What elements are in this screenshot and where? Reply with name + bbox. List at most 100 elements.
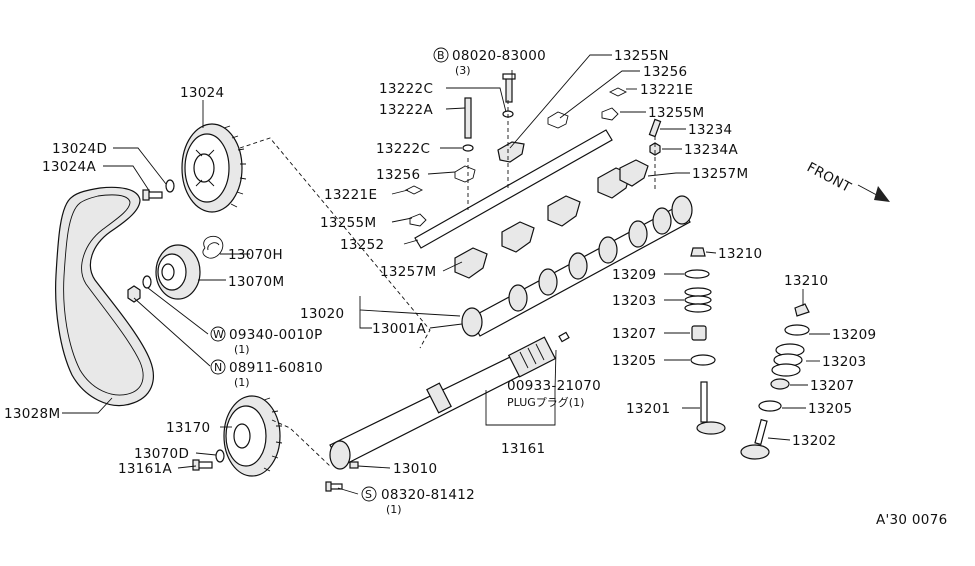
assembly-lines <box>239 100 656 467</box>
mark-S-circle: S <box>361 486 377 502</box>
valve-cap-13210-a[interactable] <box>690 247 706 257</box>
label-13255M-left[interactable]: 13255M <box>320 215 376 231</box>
label-08020[interactable]: 08020-83000 <box>452 48 546 64</box>
intake-valve-13201[interactable] <box>696 381 726 435</box>
label-13222C-top[interactable]: 13222C <box>379 81 433 97</box>
label-00933[interactable]: 00933-21070 <box>507 378 601 394</box>
label-13207-b[interactable]: 13207 <box>810 378 854 394</box>
spring-retainer-13209-a[interactable] <box>684 269 710 279</box>
label-13010[interactable]: 13010 <box>393 461 437 477</box>
washer-13070D[interactable] <box>215 449 225 463</box>
label-13070H[interactable]: 13070H <box>228 247 283 263</box>
label-13257M-upper[interactable]: 13257M <box>692 166 748 182</box>
label-13170[interactable]: 13170 <box>166 420 210 436</box>
washer-13024D[interactable] <box>165 179 175 193</box>
label-13205-a[interactable]: 13205 <box>612 353 656 369</box>
plug-00933[interactable] <box>558 331 570 343</box>
label-13001A[interactable]: 13001A <box>372 321 426 337</box>
label-00933-note: PLUGプラグ(1) <box>507 395 584 409</box>
retainer-13255M-left[interactable] <box>409 213 427 227</box>
adjuster-screw-13234[interactable] <box>648 118 662 138</box>
clip-13221E-right[interactable] <box>608 87 628 97</box>
valve-seal-13207-a[interactable] <box>691 325 707 341</box>
label-13210-a[interactable]: 13210 <box>718 246 762 262</box>
label-13070D[interactable]: 13070D <box>134 446 189 462</box>
valve-cap-13210-b[interactable] <box>794 303 810 317</box>
timing-belt-13028M[interactable] <box>55 186 154 407</box>
washer-09340[interactable] <box>142 275 152 289</box>
label-13222A[interactable]: 13222A <box>379 102 433 118</box>
label-13161A[interactable]: 13161A <box>118 461 172 477</box>
label-13257M-lower[interactable]: 13257M <box>380 264 436 280</box>
nut-08911[interactable] <box>127 285 141 303</box>
mark-N-letter: N <box>214 361 222 374</box>
label-08020-qty: (3) <box>455 64 471 77</box>
rocker-arm-13257M-lower[interactable] <box>454 195 581 279</box>
spring-13256-right[interactable] <box>547 111 569 129</box>
label-13221E-left[interactable]: 13221E <box>324 187 377 203</box>
stud-13222A[interactable] <box>464 97 472 139</box>
label-13024A[interactable]: 13024A <box>42 159 96 175</box>
label-13255N[interactable]: 13255N <box>614 48 669 64</box>
label-13252[interactable]: 13252 <box>340 237 384 253</box>
label-13222C-left[interactable]: 13222C <box>376 141 430 157</box>
spring-seat-13205-a[interactable] <box>690 354 716 366</box>
exhaust-valve-13202[interactable] <box>740 418 770 460</box>
spring-retainer-13209-b[interactable] <box>784 324 810 336</box>
label-13256-right[interactable]: 13256 <box>643 64 687 80</box>
label-08320[interactable]: 08320-81412 <box>381 487 475 503</box>
rocker-arm-13257M-upper[interactable] <box>597 159 649 199</box>
pin-13010[interactable] <box>349 461 359 469</box>
label-13234[interactable]: 13234 <box>688 122 732 138</box>
label-13024D[interactable]: 13024D <box>52 141 107 157</box>
bolt-08020[interactable] <box>502 73 516 103</box>
mark-S-letter: S <box>365 488 372 501</box>
label-13255M-right[interactable]: 13255M <box>648 105 704 121</box>
label-13201[interactable]: 13201 <box>626 401 670 417</box>
retainer-13255M-right[interactable] <box>601 107 619 121</box>
spring-13256-left[interactable] <box>454 165 476 183</box>
bracket-13255N[interactable] <box>497 141 525 163</box>
label-13210-b[interactable]: 13210 <box>784 273 828 289</box>
bolt-13161A[interactable] <box>192 459 213 471</box>
mark-B-letter: B <box>437 49 445 62</box>
label-13070M[interactable]: 13070M <box>228 274 284 290</box>
front-direction-arrow: FRONT <box>804 159 890 202</box>
label-08911[interactable]: 08911-60810 <box>229 360 323 376</box>
label-13203-a[interactable]: 13203 <box>612 293 656 309</box>
label-13020[interactable]: 13020 <box>300 306 344 322</box>
label-13256-left[interactable]: 13256 <box>376 167 420 183</box>
camshaft-sprocket-13024[interactable] <box>181 123 247 213</box>
label-13028M[interactable]: 13028M <box>4 406 60 422</box>
label-13205-b[interactable]: 13205 <box>808 401 852 417</box>
rocker-shaft-13252[interactable] <box>414 129 613 249</box>
tensioner-pulley-13070M[interactable] <box>155 244 201 300</box>
screw-08320[interactable] <box>325 481 343 492</box>
tensioner-spring-13070H[interactable] <box>202 235 224 259</box>
label-13203-b[interactable]: 13203 <box>822 354 866 370</box>
clip-13221E-left[interactable] <box>404 185 424 195</box>
camshaft-13001A[interactable] <box>461 195 693 337</box>
valve-spring-13203-a[interactable] <box>684 287 712 313</box>
crankshaft-sprocket-13170[interactable] <box>223 395 283 477</box>
mark-N-circle: N <box>210 359 226 375</box>
valve-spring-13203-b[interactable] <box>771 343 805 377</box>
jackshaft-13161[interactable] <box>329 336 557 470</box>
mark-B-circle: B <box>433 47 449 63</box>
label-13161[interactable]: 13161 <box>501 441 545 457</box>
label-13209-b[interactable]: 13209 <box>832 327 876 343</box>
label-13024[interactable]: 13024 <box>180 85 224 101</box>
label-13209-a[interactable]: 13209 <box>612 267 656 283</box>
label-13234A[interactable]: 13234A <box>684 142 738 158</box>
spring-seat-13205-b[interactable] <box>758 400 782 412</box>
label-08320-qty: (1) <box>386 503 402 516</box>
leader-lines <box>62 54 830 495</box>
label-13207-a[interactable]: 13207 <box>612 326 656 342</box>
washer-13222C-left[interactable] <box>462 144 474 152</box>
valve-seal-13207-b[interactable] <box>770 378 790 390</box>
label-09340[interactable]: 09340-0010P <box>229 327 323 343</box>
bolt-13024A[interactable] <box>142 189 163 201</box>
label-13202[interactable]: 13202 <box>792 433 836 449</box>
label-13221E-right[interactable]: 13221E <box>640 82 693 98</box>
